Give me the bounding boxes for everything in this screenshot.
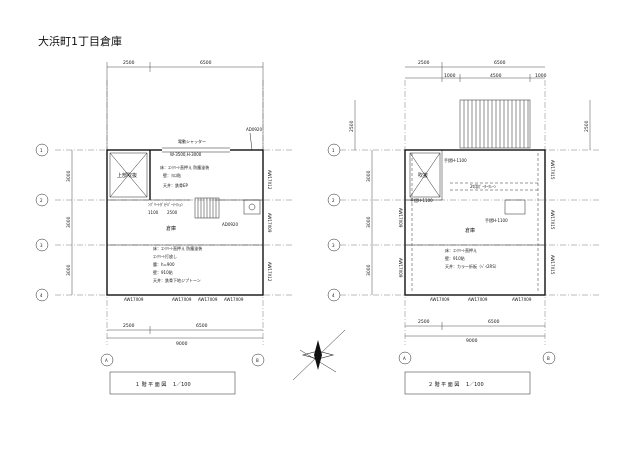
plan1-note-floor: 床：ｺﾝｸﾘｰﾄ直押え 防塵塗装 xyxy=(160,164,209,170)
plan1-note-ceiling: 天井：鉄骨EP xyxy=(163,182,189,188)
plan1-left-dim-3: 3000 xyxy=(66,264,72,276)
plan1-total-dim: 9000 xyxy=(176,341,188,347)
plan2-note-ceiling: 天井：カラー折板（ﾍﾟｲ2RS） xyxy=(445,263,499,269)
plan1-room-void: 上部吹抜 xyxy=(117,172,137,179)
plan1-grid-4: 4 xyxy=(40,293,43,298)
plan2-bottom-dim-1: 2500 xyxy=(418,319,430,325)
plan2-left-dim-2: 3000 xyxy=(366,216,372,228)
plan2-window-right-3: AW17X15 xyxy=(550,255,555,275)
plan2-side-dim-left: 2500 xyxy=(349,120,355,132)
plan2-handrail-label-1: 手摺H-1100 xyxy=(444,157,467,163)
plan2-note-floor: 床：ｺﾝｸﾘｰﾄ直押え xyxy=(445,247,477,253)
plan1-grid-3: 3 xyxy=(40,243,43,248)
plan2-grid-B: B xyxy=(547,356,550,361)
plan2-left-dim-3: 3000 xyxy=(366,264,372,276)
plan1-note2-wall: 壁：910貼 xyxy=(153,269,173,275)
plan2-window-left-1: AW17X09 xyxy=(398,208,403,228)
plan1-caption: １ 階 平 面 図 1／100 xyxy=(135,381,191,388)
plan1-top-dim-1: 2500 xyxy=(123,60,135,66)
plan1-window-right-2: AW17X09 xyxy=(267,213,272,233)
plan1-left-dim-1: 3000 xyxy=(66,170,72,182)
plan2-grid-1: 1 xyxy=(332,148,335,153)
plan2-grid-4: 4 xyxy=(332,293,335,298)
plan1-bottom-dim-1: 2500 xyxy=(123,323,135,329)
plan1-door-label-1: AD0920 xyxy=(246,127,262,132)
plan2-top-inner-dim-1: 1000 xyxy=(444,73,456,79)
plan2-window-bottom-1: AW17X09 xyxy=(430,297,450,302)
plan1-note-wall: 壁：ｸﾛｽ貼 xyxy=(163,172,181,178)
plan1-partition-label-a: ﾝｸﾞﾘｰﾄﾀﾞﾋﾞ xyxy=(148,201,168,207)
plan1-note-shutter: 電動シャッター xyxy=(178,138,206,144)
plan1-grid-2: 2 xyxy=(40,198,43,203)
plan2-grid-3: 3 xyxy=(332,243,335,248)
plan1-stair-dim-a: 1100 xyxy=(148,210,159,215)
plan2-window-bottom-3: AW17X09 xyxy=(512,297,532,302)
plan1-grid-1: 1 xyxy=(40,148,43,153)
plan2-window-right-1: AW17X15 xyxy=(550,160,555,180)
north-arrow-icon xyxy=(292,329,346,381)
plan2-top-inner-dim-2: 4500 xyxy=(490,73,502,79)
plan2-top-dim-1: 2500 xyxy=(418,60,430,66)
plan2-caption: ２ 階 平 面 図 1／100 xyxy=(428,381,484,388)
plan1-note2-concrete: ｺﾝｸﾘｰﾄ打放し xyxy=(153,253,177,259)
plan1-left-dim-2: 3000 xyxy=(66,216,72,228)
plan2-bottom-dim-2: 6500 xyxy=(488,319,500,325)
plan1-stair-dim-b: 2500 xyxy=(167,210,178,215)
plan1-window-bottom-2: AW17X09 xyxy=(172,297,192,302)
plan2-handrail-label-2: 手摺H-1100 xyxy=(410,197,433,203)
plan2-window-right-2: AW17X15 xyxy=(550,210,555,230)
plan2-crane-label: 2t用ｶﾞｰﾀｰｸﾚｰﾝ xyxy=(470,183,496,189)
plan2-total-dim: 9000 xyxy=(466,338,478,344)
plan2-grid-2: 2 xyxy=(332,198,335,203)
plan1-note2-waist: 腰：h=900 xyxy=(153,261,175,267)
plan1-grid-B: B xyxy=(256,358,259,363)
plan1-note2-ceiling: 天井：鉄骨下地ジプトーン xyxy=(153,277,201,283)
plan2-top-inner-dim-3: 1000 xyxy=(535,73,547,79)
plan1-top-dim-2: 6500 xyxy=(200,60,212,66)
plan2-window-left-2: AW17X09 xyxy=(398,258,403,278)
plan1-window-right-1: AW17X12 xyxy=(267,170,272,190)
plan1-grid-A: A xyxy=(105,358,108,363)
plan2-side-dim-right: 2500 xyxy=(584,120,590,132)
plan2-handrail-label-3: 手摺H-1100 xyxy=(485,217,508,223)
plan-2f: 2500 6500 1000 4500 1000 2500 2500 xyxy=(327,60,600,395)
plan1-window-right-3: AW17X12 xyxy=(267,262,272,282)
plan1-partition-label-b: ｰﾊﾟｰﾃｲｼｮﾝ xyxy=(165,201,183,207)
plan1-window-bottom-3: AW17X09 xyxy=(198,297,218,302)
plan2-grid-A: A xyxy=(403,356,406,361)
plan1-room-warehouse: 倉庫 xyxy=(166,225,176,232)
plan2-window-bottom-2: AW17X09 xyxy=(468,297,488,302)
plan1-note-shutter-size: W-3500,H-3000 xyxy=(170,152,202,157)
plan1-door-label-2: AD0920 xyxy=(222,222,238,227)
plan1-bottom-dim-2: 6500 xyxy=(196,323,208,329)
plan2-note-wall: 壁：910貼 xyxy=(445,255,465,261)
plan2-room-void: 吹抜 xyxy=(418,172,428,179)
plan-1f: 2500 6500 上 xyxy=(35,60,292,395)
plan1-window-bottom-1: AW17X09 xyxy=(124,297,144,302)
plan2-left-dim-1: 3000 xyxy=(366,170,372,182)
sheet-title: 大浜町1丁目倉庫 xyxy=(38,34,122,48)
plan1-note2-floor: 床：ｺﾝｸﾘｰﾄ直押え 防塵塗装 xyxy=(153,245,202,251)
plan2-room-warehouse: 倉庫 xyxy=(465,227,475,234)
plan1-window-bottom-4: AW17X09 xyxy=(224,297,244,302)
plan2-top-dim-2: 6500 xyxy=(494,60,506,66)
